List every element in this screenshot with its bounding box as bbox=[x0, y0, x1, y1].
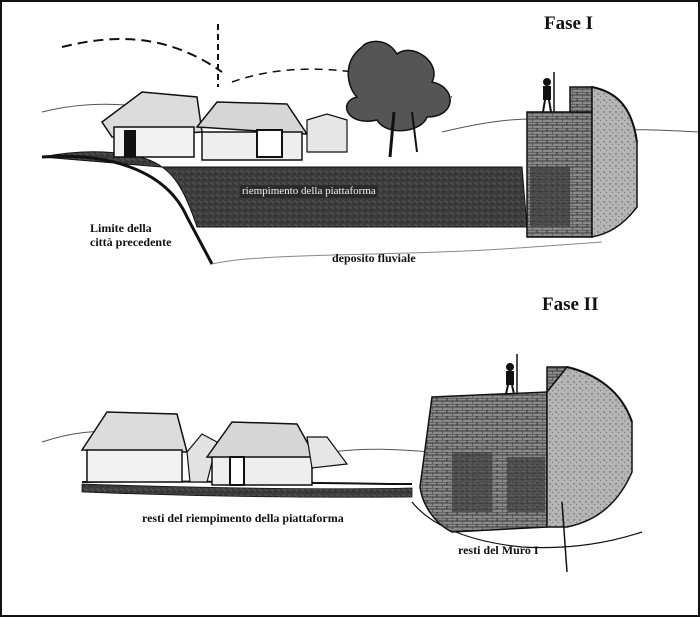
house bbox=[195, 101, 309, 161]
platform-fill-label: riempimento della piattaforma bbox=[240, 185, 378, 198]
phase-2-title: Fase II bbox=[542, 294, 599, 315]
soldier-figure bbox=[542, 72, 555, 113]
wall-remains-label: resti del Muro I bbox=[458, 543, 539, 557]
phase-1-title: Fase I bbox=[544, 13, 594, 34]
fill-remains-area bbox=[81, 483, 413, 498]
earlier-city-slope bbox=[41, 154, 214, 265]
earlier-city-limit-line-1: Limite della bbox=[90, 221, 152, 235]
phase-2-scene bbox=[41, 354, 643, 573]
house bbox=[306, 113, 348, 153]
earlier-city-limit-label: Limite della città precedente bbox=[90, 221, 200, 249]
lower-ground-curve bbox=[411, 501, 643, 549]
river-deposit-line bbox=[211, 241, 603, 265]
river-deposit-label: deposito fluviale bbox=[332, 251, 416, 265]
horizon-line bbox=[331, 448, 433, 453]
soldier-figure bbox=[505, 354, 518, 395]
sky-curve bbox=[61, 38, 223, 73]
city-wall-phase-2 bbox=[419, 354, 633, 573]
platform-fill-remains-label: resti del riempimento della piattaforma bbox=[142, 511, 344, 525]
house bbox=[100, 91, 203, 158]
house bbox=[306, 436, 349, 469]
house bbox=[80, 411, 188, 483]
city-wall-phase-1 bbox=[526, 72, 638, 238]
tree bbox=[345, 40, 451, 158]
earlier-city-limit-line-2: città precedente bbox=[90, 235, 172, 249]
house bbox=[205, 421, 319, 486]
